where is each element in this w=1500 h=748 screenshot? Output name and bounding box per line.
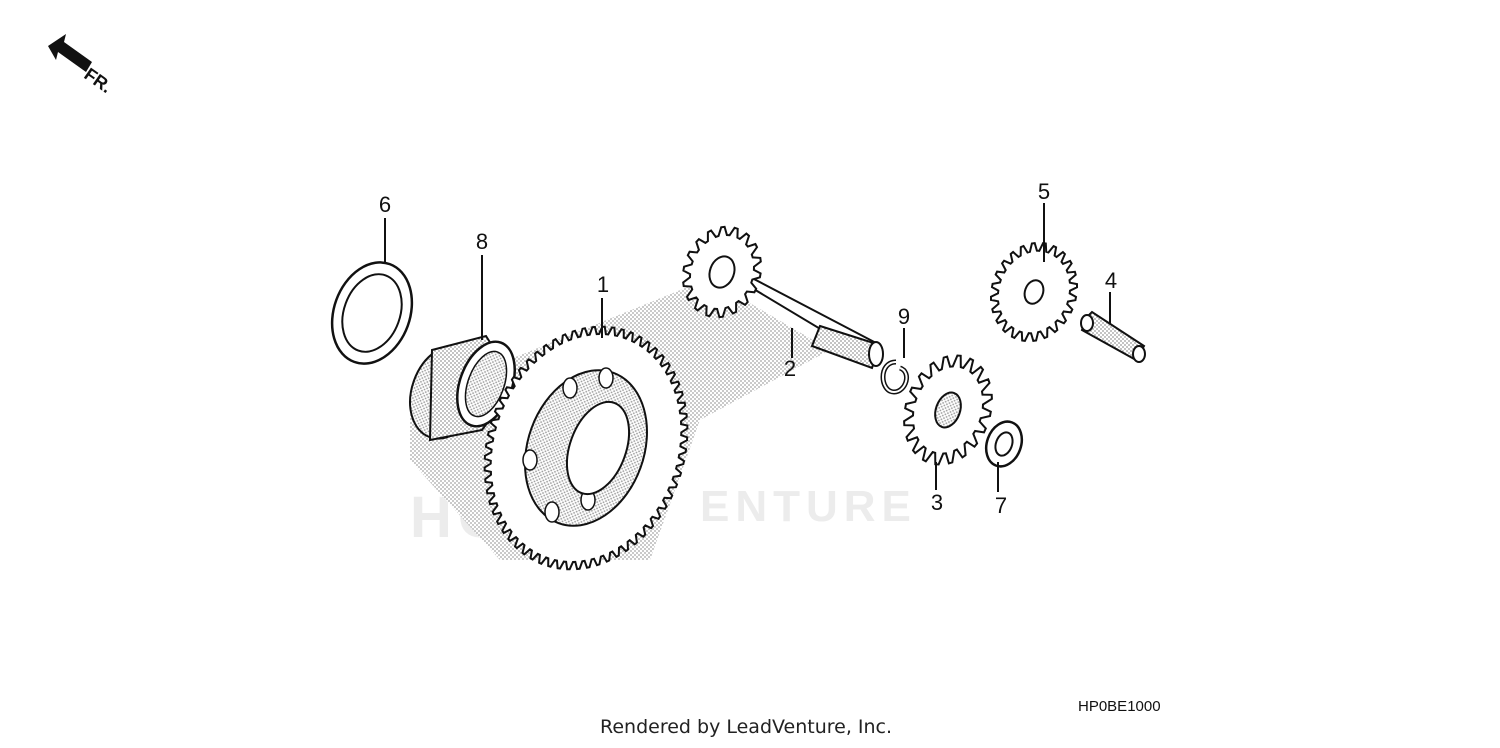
callout-7: 7 (994, 493, 1008, 518)
gear1-bore (565, 400, 631, 496)
callout-6: 6 (378, 192, 392, 217)
part-3-reduction-gear (903, 354, 993, 466)
part-2-idle-shaft (682, 225, 884, 370)
part-2-shaft-gear (682, 225, 762, 319)
callout-3: 3 (930, 490, 944, 515)
callout-2: 2 (783, 356, 797, 381)
callout-1: 1 (596, 272, 610, 297)
part-8-needle-bearing (409, 334, 518, 442)
callout-9: 9 (897, 304, 911, 329)
front-direction-arrow-icon (48, 34, 92, 72)
gear1-bolt-hole (522, 449, 538, 471)
callout-5: 5 (1037, 179, 1051, 204)
gear2-hub (708, 255, 736, 289)
render-credit: Rendered by LeadVenture, Inc. (600, 716, 893, 738)
gear1-bolt-hole (598, 367, 614, 389)
part-1-driven-gear (483, 325, 689, 571)
gear5-hub (1023, 279, 1045, 305)
gear1-bolt-hole (562, 377, 578, 399)
diagram-code: HP0BE1000 (1078, 698, 1161, 715)
gear1-bolt-hole (544, 501, 560, 523)
part-9-snap-ring (880, 359, 910, 395)
part-6-washer (330, 261, 414, 365)
watermark-text: ENTURE (700, 482, 917, 531)
callout-4: 4 (1104, 268, 1118, 293)
callout-8: 8 (475, 229, 489, 254)
part-5-gear (990, 241, 1078, 343)
gear3-hub (934, 391, 962, 429)
part-7-washer (984, 420, 1024, 468)
leader-lines (384, 203, 1111, 492)
part-4-pin (1080, 310, 1146, 363)
